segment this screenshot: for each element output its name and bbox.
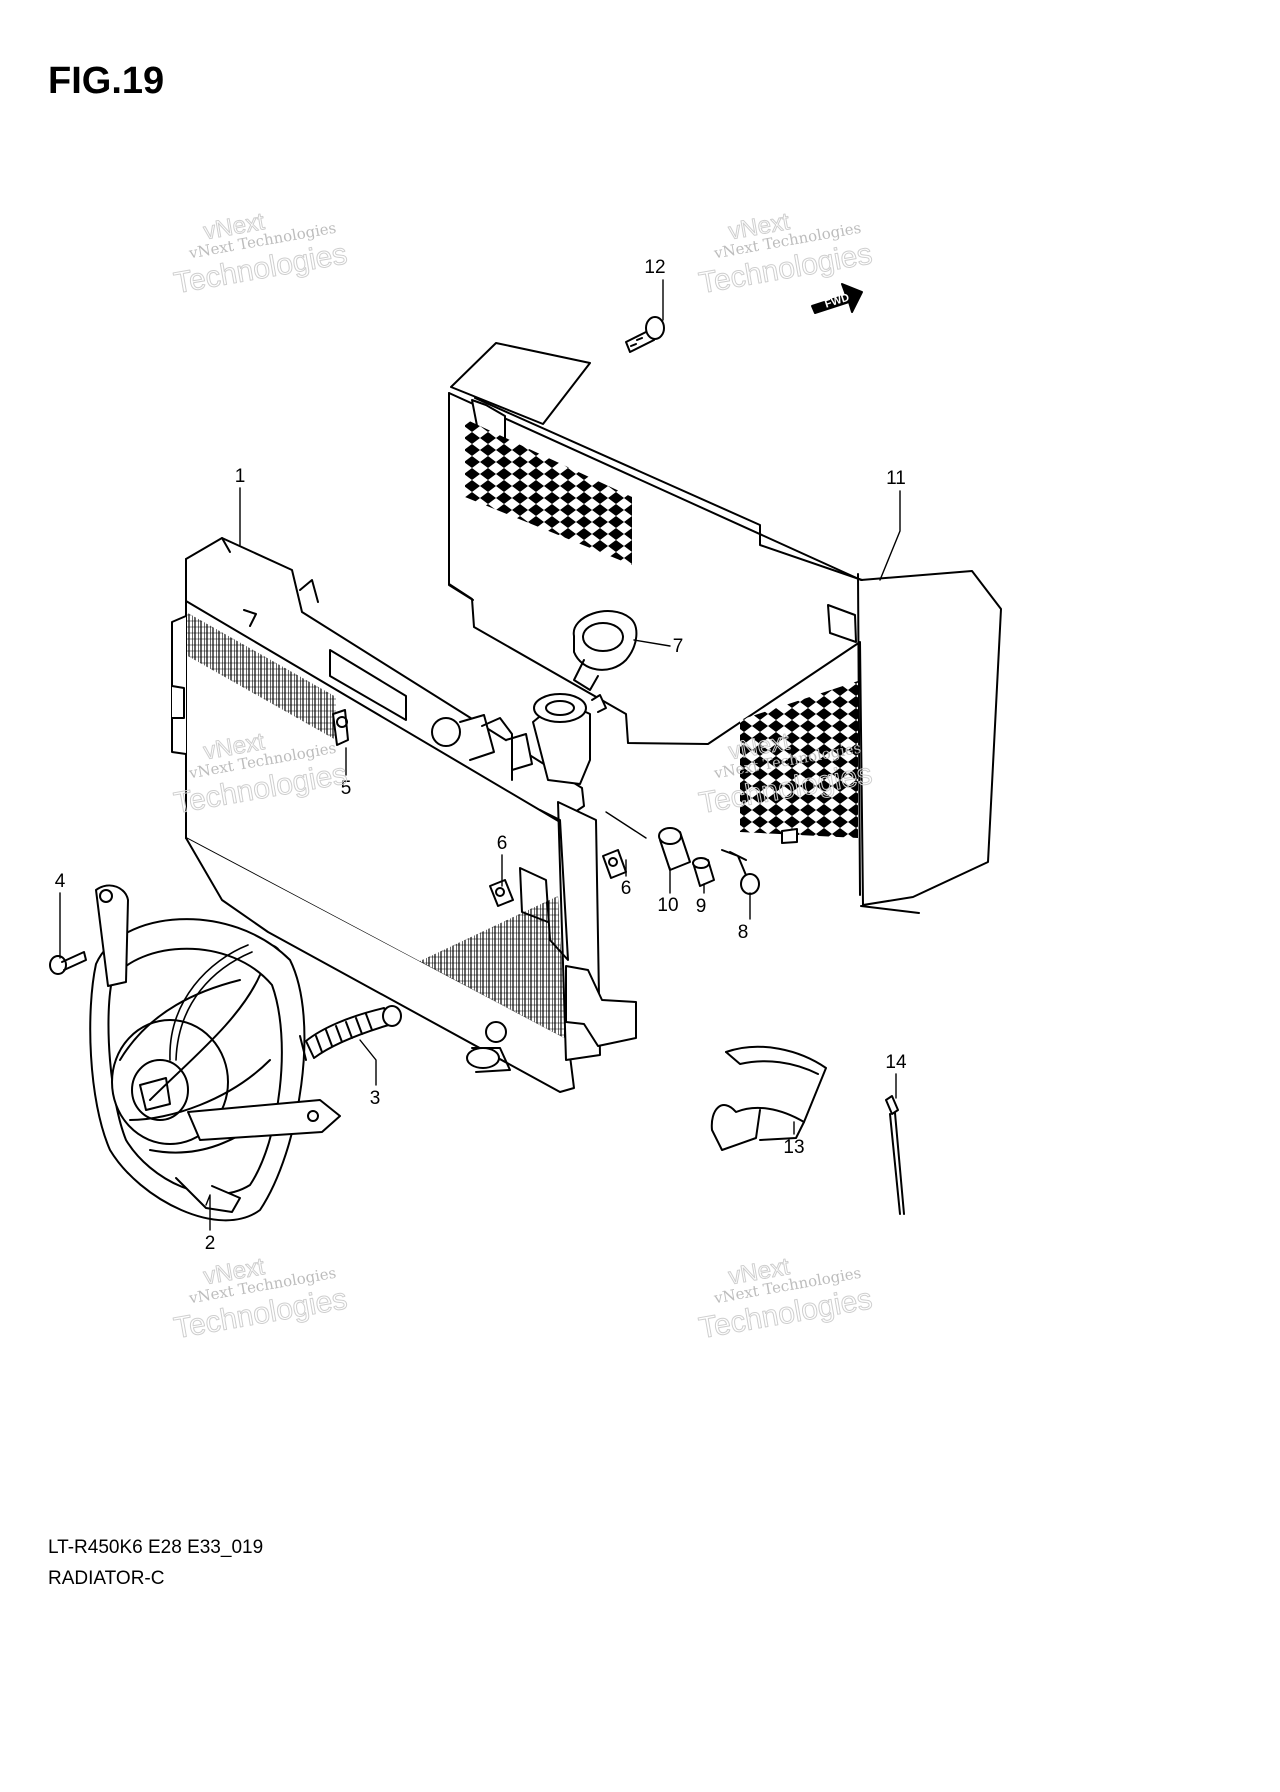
radiator: [171, 537, 637, 1093]
protector-13: [710, 1045, 827, 1151]
callout-6-right: 6: [621, 878, 632, 899]
callout-3: 3: [370, 1088, 381, 1109]
cover-lower-mesh: [740, 681, 858, 838]
bolt-8: [721, 849, 760, 895]
cable-tie-14: [885, 1095, 905, 1215]
watermark-bottom-right: vNext vNext Technologies Technologies: [696, 1253, 875, 1346]
radiator-core-upper: [186, 612, 336, 740]
callout-4: 4: [55, 871, 66, 892]
diagram-code: LT-R450K6 E28 E33_019: [48, 1537, 264, 1558]
grommet-10: [658, 827, 691, 871]
cooling-fan: [89, 884, 341, 1222]
clip-6-left: [489, 879, 514, 907]
clip-5: [332, 709, 349, 746]
callout-labels: 1 2 3 4 5 6 6 7 8 9 10 11 12 13 14: [55, 257, 907, 1254]
callout-6-left: 6: [497, 833, 508, 854]
diagram-caption: RADIATOR-C: [48, 1568, 165, 1589]
leader-lines: [59, 279, 901, 1231]
collar-9: [692, 857, 715, 887]
cover-upper-mesh: [465, 419, 632, 565]
clip-6-right: [602, 849, 627, 879]
radiator-cap: [572, 610, 638, 691]
wire-boot-3: [299, 1005, 402, 1061]
callout-8: 8: [738, 922, 749, 943]
bolt-4: [49, 951, 87, 975]
callout-2: 2: [205, 1233, 216, 1254]
fwd-arrow-icon: FWD: [811, 283, 863, 314]
callout-9: 9: [696, 896, 707, 917]
callout-5: 5: [341, 778, 352, 799]
figure-title: FIG.19: [48, 60, 165, 102]
watermark-top-left: vNext vNext Technologies Technologies: [171, 208, 350, 301]
callout-11: 11: [886, 468, 906, 489]
radiator-cover: [448, 342, 1002, 914]
fwd-label: FWD: [823, 292, 851, 311]
callout-1: 1: [235, 466, 246, 487]
watermark-mid-left: vNext vNext Technologies Technologies: [171, 728, 350, 821]
watermark-bottom-left: vNext vNext Technologies Technologies: [171, 1253, 350, 1346]
callout-7: 7: [673, 636, 684, 657]
callout-13: 13: [783, 1137, 804, 1158]
callout-10: 10: [657, 895, 678, 916]
watermark-top-right: vNext vNext Technologies Technologies: [696, 208, 875, 301]
bolt-12: [625, 316, 665, 353]
callout-12: 12: [644, 257, 665, 278]
callout-14: 14: [885, 1052, 907, 1073]
